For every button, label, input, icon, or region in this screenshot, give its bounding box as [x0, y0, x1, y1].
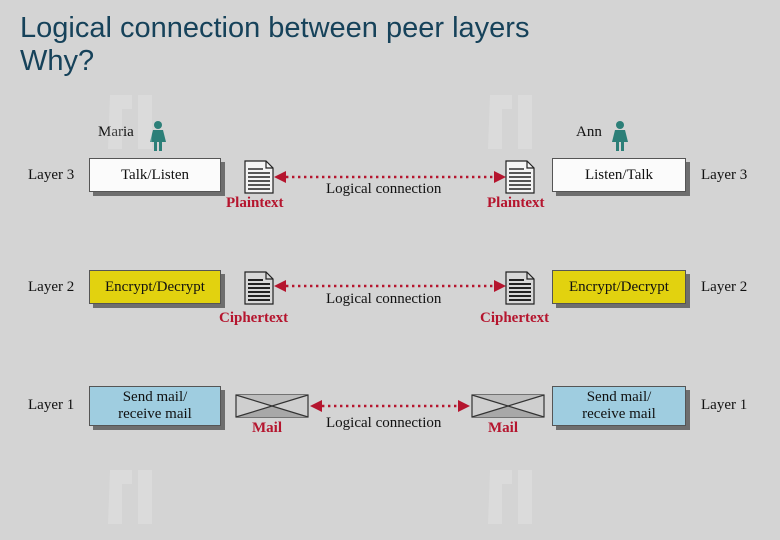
data-label: Mail — [252, 420, 282, 436]
envelope-icon — [471, 394, 545, 418]
layer1-right-box: Send mail/ receive mail — [552, 386, 686, 426]
layer3-left-box: Talk/Listen — [89, 158, 221, 192]
logical-connection-label: Logical connection — [326, 415, 442, 431]
document-icon — [505, 271, 535, 305]
person-name-left: Maria — [98, 124, 134, 140]
layer2-right-box: Encrypt/Decrypt — [552, 270, 686, 304]
layer-label-right: Layer 2 — [701, 279, 748, 295]
logical-connection-label: Logical connection — [326, 291, 442, 307]
document-icon — [505, 160, 535, 194]
layer-label-left: Layer 1 — [28, 397, 75, 413]
layer2-left-box: Encrypt/Decrypt — [89, 270, 221, 304]
layer1-right-box-line2: receive mail — [582, 406, 656, 422]
title-line-2: Why? — [20, 45, 95, 77]
data-label: Plaintext — [487, 195, 545, 211]
slide-title: Logical connection between peer layers W… — [20, 12, 529, 78]
layer3-left-box-label: Talk/Listen — [120, 166, 190, 183]
document-icon — [244, 160, 274, 194]
data-label: Ciphertext — [219, 310, 289, 326]
person-name-right: Ann — [576, 124, 602, 140]
layer1-left-box-line1: Send mail/ — [122, 389, 188, 405]
logical-connection-label: Logical connection — [326, 181, 442, 197]
layer-label-left: Layer 3 — [28, 167, 75, 183]
layer-label-left: Layer 2 — [28, 279, 75, 295]
layer2-right-box-label: Encrypt/Decrypt — [569, 278, 669, 295]
person-icon — [612, 121, 628, 151]
dotted-double-arrow — [274, 171, 506, 183]
data-label: Plaintext — [226, 195, 284, 211]
document-icon — [244, 271, 274, 305]
layer1-left-box: Send mail/ receive mail — [89, 386, 221, 426]
data-label: Ciphertext — [480, 310, 550, 326]
dotted-double-arrow — [310, 400, 470, 412]
person-icon — [150, 121, 166, 151]
data-label: Mail — [488, 420, 518, 436]
layer3-right-box-label: Listen/Talk — [584, 166, 654, 183]
dotted-double-arrow — [274, 280, 506, 292]
layer-label-right: Layer 3 — [701, 167, 748, 183]
layer1-left-box-line2: receive mail — [118, 406, 192, 422]
layer-label-right: Layer 1 — [701, 397, 748, 413]
envelope-icon — [235, 394, 309, 418]
layer3-right-box: Listen/Talk — [552, 158, 686, 192]
layer2-left-box-label: Encrypt/Decrypt — [105, 278, 205, 295]
title-line-1: Logical connection between peer layers — [20, 12, 530, 44]
layer1-right-box-line1: Send mail/ — [586, 389, 652, 405]
